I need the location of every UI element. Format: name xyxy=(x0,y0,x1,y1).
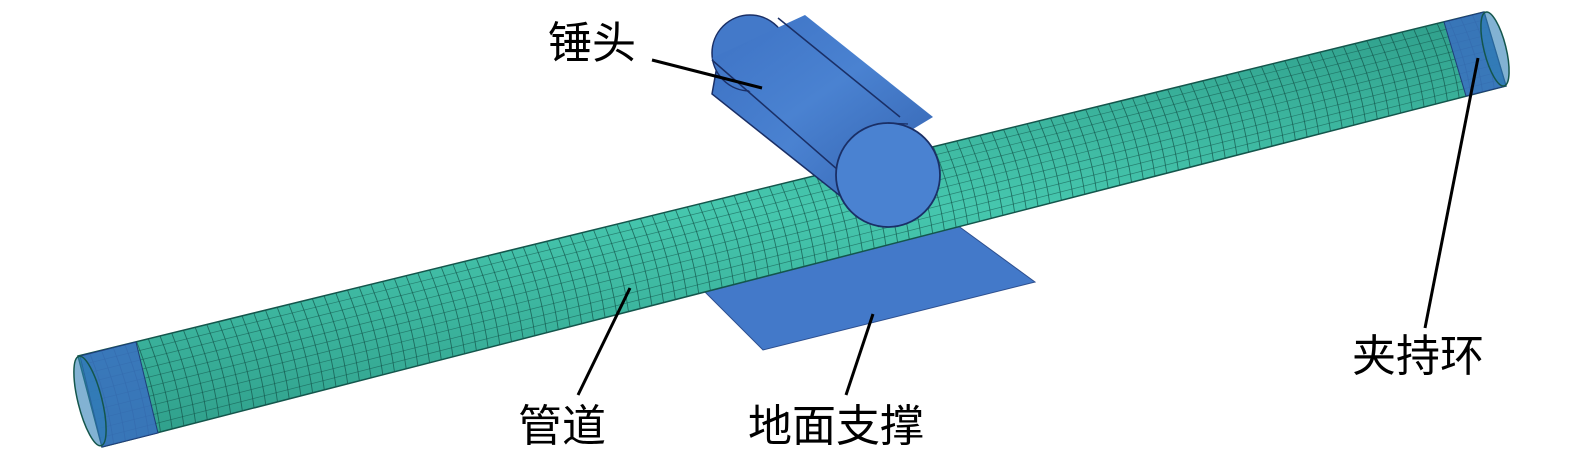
leader-pipe xyxy=(576,287,632,396)
leader-support xyxy=(844,313,875,396)
leader-lines xyxy=(576,57,1480,396)
pipe-mesh-line xyxy=(94,63,1500,421)
leader-hammer xyxy=(651,58,763,90)
pipe-mesh-line xyxy=(99,78,1504,439)
pipe-end-left xyxy=(73,355,107,447)
pipe-mesh-line xyxy=(80,19,1487,366)
hammer-front-cap xyxy=(835,122,941,228)
pipe-mesh-line xyxy=(97,70,1502,430)
pipe-mesh-line xyxy=(85,33,1491,384)
pipe-label: 管道 xyxy=(518,401,606,452)
pipe-mesh-line xyxy=(82,26,1489,375)
clamp-ring-label: 夹持环 xyxy=(1352,331,1484,382)
pipe xyxy=(73,11,1510,448)
pipe-mesh-line xyxy=(92,56,1498,411)
ground-support-label: 地面支撑 xyxy=(748,401,924,452)
clamp-ring-right xyxy=(1443,11,1507,97)
pipe-mesh-line xyxy=(89,48,1496,402)
pipe-end-right xyxy=(1480,11,1510,87)
pipe-mesh-line xyxy=(87,41,1493,393)
leader-clamp xyxy=(1423,57,1480,329)
hammer xyxy=(711,14,941,228)
hammer-label: 锤头 xyxy=(548,18,636,69)
